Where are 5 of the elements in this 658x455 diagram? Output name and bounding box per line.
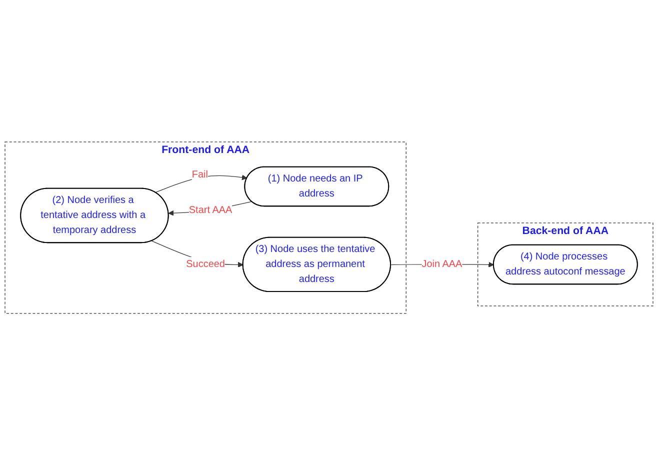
edge-label: Fail — [192, 169, 208, 180]
edge-label: Succeed — [186, 258, 225, 270]
edge-label: Start AAA — [188, 204, 232, 216]
edge-label: Join AAA — [422, 258, 462, 270]
arrow — [155, 174, 248, 193]
